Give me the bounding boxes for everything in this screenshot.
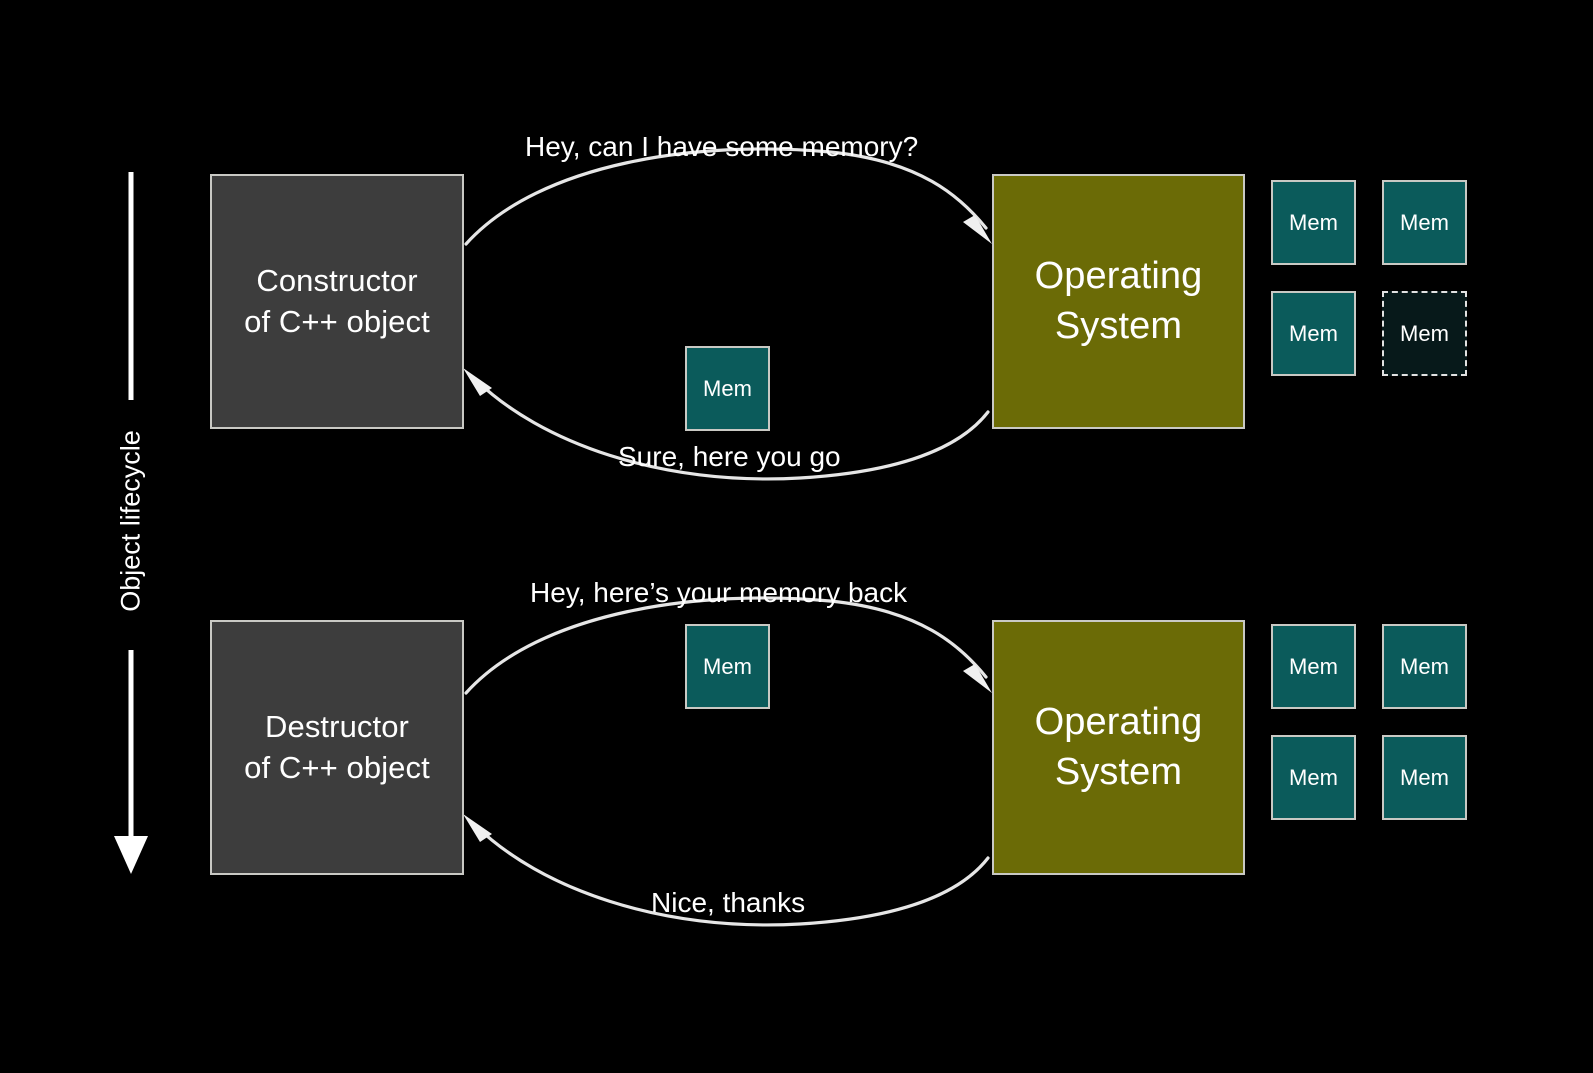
constructor-line-2: of C++ object <box>244 303 430 339</box>
os-line-2-destruction: System <box>1054 750 1183 793</box>
caption-response-construction: Sure, here you go <box>618 441 841 472</box>
operating-system-label-destruction: Operating System <box>1029 698 1209 797</box>
caption-response-destruction: Nice, thanks <box>651 887 806 918</box>
operating-system-box-construction[interactable]: Operating System <box>992 174 1245 429</box>
arrowhead-request-destruction <box>963 664 992 693</box>
os-line-2-construction: System <box>1054 304 1183 347</box>
destructor-line-2: of C++ object <box>244 749 430 785</box>
destructor-box-label: Destructor of C++ object <box>238 707 436 788</box>
mem-pool-block-2-construction[interactable]: Mem <box>1382 180 1467 265</box>
caption-request-construction: Hey, can I have some memory? <box>525 131 919 162</box>
arrowhead-response-construction <box>463 368 492 396</box>
mem-pool-block-2-destruction[interactable]: Mem <box>1382 624 1467 709</box>
arrow-request-construction <box>464 147 988 246</box>
constructor-line-1: Constructor <box>256 263 418 299</box>
os-line-1-construction: Operating <box>1034 255 1203 298</box>
operating-system-label-construction: Operating System <box>1029 252 1209 351</box>
arrowhead-response-destruction <box>463 814 492 842</box>
arrowhead-request-construction <box>963 215 992 244</box>
lifecycle-axis: Object lifecycle <box>96 168 166 874</box>
constructor-box[interactable]: Constructor of C++ object <box>210 174 464 429</box>
caption-request-destruction: Hey, here’s your memory back <box>530 577 908 608</box>
operating-system-box-destruction[interactable]: Operating System <box>992 620 1245 875</box>
constructor-box-label: Constructor of C++ object <box>238 261 436 342</box>
mem-pool-block-1-construction[interactable]: Mem <box>1271 180 1356 265</box>
lifecycle-axis-label: Object lifecycle <box>115 420 147 622</box>
mem-pool-block-1-destruction[interactable]: Mem <box>1271 624 1356 709</box>
mem-pool-block-4-construction-free[interactable]: Mem <box>1382 291 1467 376</box>
mem-pool-block-3-construction[interactable]: Mem <box>1271 291 1356 376</box>
mem-block-in-transit-destruction[interactable]: Mem <box>685 624 770 709</box>
mem-pool-block-3-destruction[interactable]: Mem <box>1271 735 1356 820</box>
mem-pool-block-4-destruction[interactable]: Mem <box>1382 735 1467 820</box>
destructor-line-1: Destructor <box>265 709 409 745</box>
mem-block-in-transit-construction[interactable]: Mem <box>685 346 770 431</box>
destructor-box[interactable]: Destructor of C++ object <box>210 620 464 875</box>
os-line-1-destruction: Operating <box>1034 701 1203 744</box>
